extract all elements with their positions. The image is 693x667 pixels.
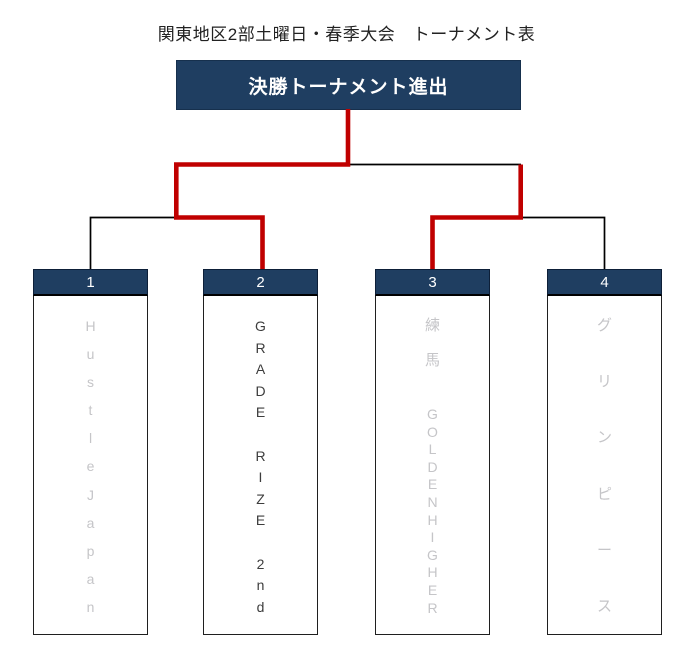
team-name-char: E	[255, 404, 266, 421]
team-name-char: d	[256, 598, 265, 615]
team-name-char: G	[255, 318, 266, 334]
team-name-char: I	[430, 529, 435, 546]
team-name-char: ス	[596, 597, 612, 615]
team-name-char: G	[427, 405, 438, 422]
team-name-char: ン	[596, 429, 612, 447]
team-name-char: n	[86, 598, 95, 615]
advance-box-label: 決勝トーナメント進出	[248, 76, 449, 98]
team-name-vertical-4: グリンピース	[547, 296, 662, 635]
page-title: 関東地区2部土曜日・春季大会 トーナメント表	[157, 25, 536, 44]
team-name-char	[431, 370, 435, 388]
team-name-char: 馬	[424, 352, 440, 370]
team-name-char: H	[427, 511, 438, 528]
team-name-char: Z	[256, 490, 265, 507]
team-name-char	[431, 335, 435, 353]
team-name-char: R	[255, 339, 266, 356]
team-name-char	[259, 425, 263, 443]
team-name-char: D	[255, 382, 266, 399]
advance-box: 決勝トーナメント進出	[176, 60, 521, 110]
team-name-char: e	[86, 458, 95, 475]
team-name-char: p	[86, 542, 95, 559]
seed-header-3: 3	[375, 269, 490, 296]
team-name-char: D	[427, 458, 438, 475]
seed-number: 1	[86, 273, 95, 291]
team-name-char: I	[258, 469, 263, 486]
team-name-char: グ	[596, 317, 612, 334]
champion-advance-path	[174, 109, 351, 269]
seed-header-1: 1	[33, 269, 148, 296]
team-name-char	[259, 533, 263, 551]
team-name-char: a	[86, 514, 95, 531]
team-name-char: O	[427, 423, 438, 440]
team-name-char: A	[255, 361, 266, 378]
team-name-char: E	[255, 512, 266, 529]
team1-connector-line	[89, 216, 176, 269]
team-name-char: H	[427, 564, 438, 581]
team-name-char: 練	[424, 317, 440, 334]
team-name-char: a	[86, 570, 95, 587]
seed-header-2: 2	[203, 269, 318, 296]
team-name-char: l	[88, 430, 93, 447]
team-name-char: t	[88, 402, 93, 419]
seed-header-4: 4	[547, 269, 662, 296]
team-name-char: E	[427, 476, 438, 493]
team-name-char: リ	[596, 373, 612, 391]
team4-connector-line	[521, 216, 606, 269]
team-name-char: G	[427, 546, 438, 563]
team-name-char: ー	[596, 541, 612, 559]
team-name-char: n	[256, 577, 265, 594]
team-column-4: 4 グリンピース	[547, 269, 662, 635]
seed-number: 4	[600, 273, 609, 291]
team-name-char: u	[86, 346, 95, 363]
team-name-char	[431, 387, 435, 405]
seed-number: 2	[256, 273, 265, 291]
seed-number: 3	[428, 273, 437, 291]
team-name-char: H	[85, 318, 96, 334]
team-name-char: R	[255, 447, 266, 464]
team-name-char: L	[428, 441, 437, 458]
team-name-char: E	[427, 581, 438, 598]
team-name-char: N	[427, 493, 438, 510]
team-name-char: J	[87, 486, 94, 503]
team-name-char: R	[427, 599, 438, 616]
team-name-char: s	[87, 374, 94, 391]
team-name-char: ピ	[596, 485, 612, 503]
team3-advance-path	[430, 164, 524, 269]
team-name-char: 2	[256, 555, 265, 572]
